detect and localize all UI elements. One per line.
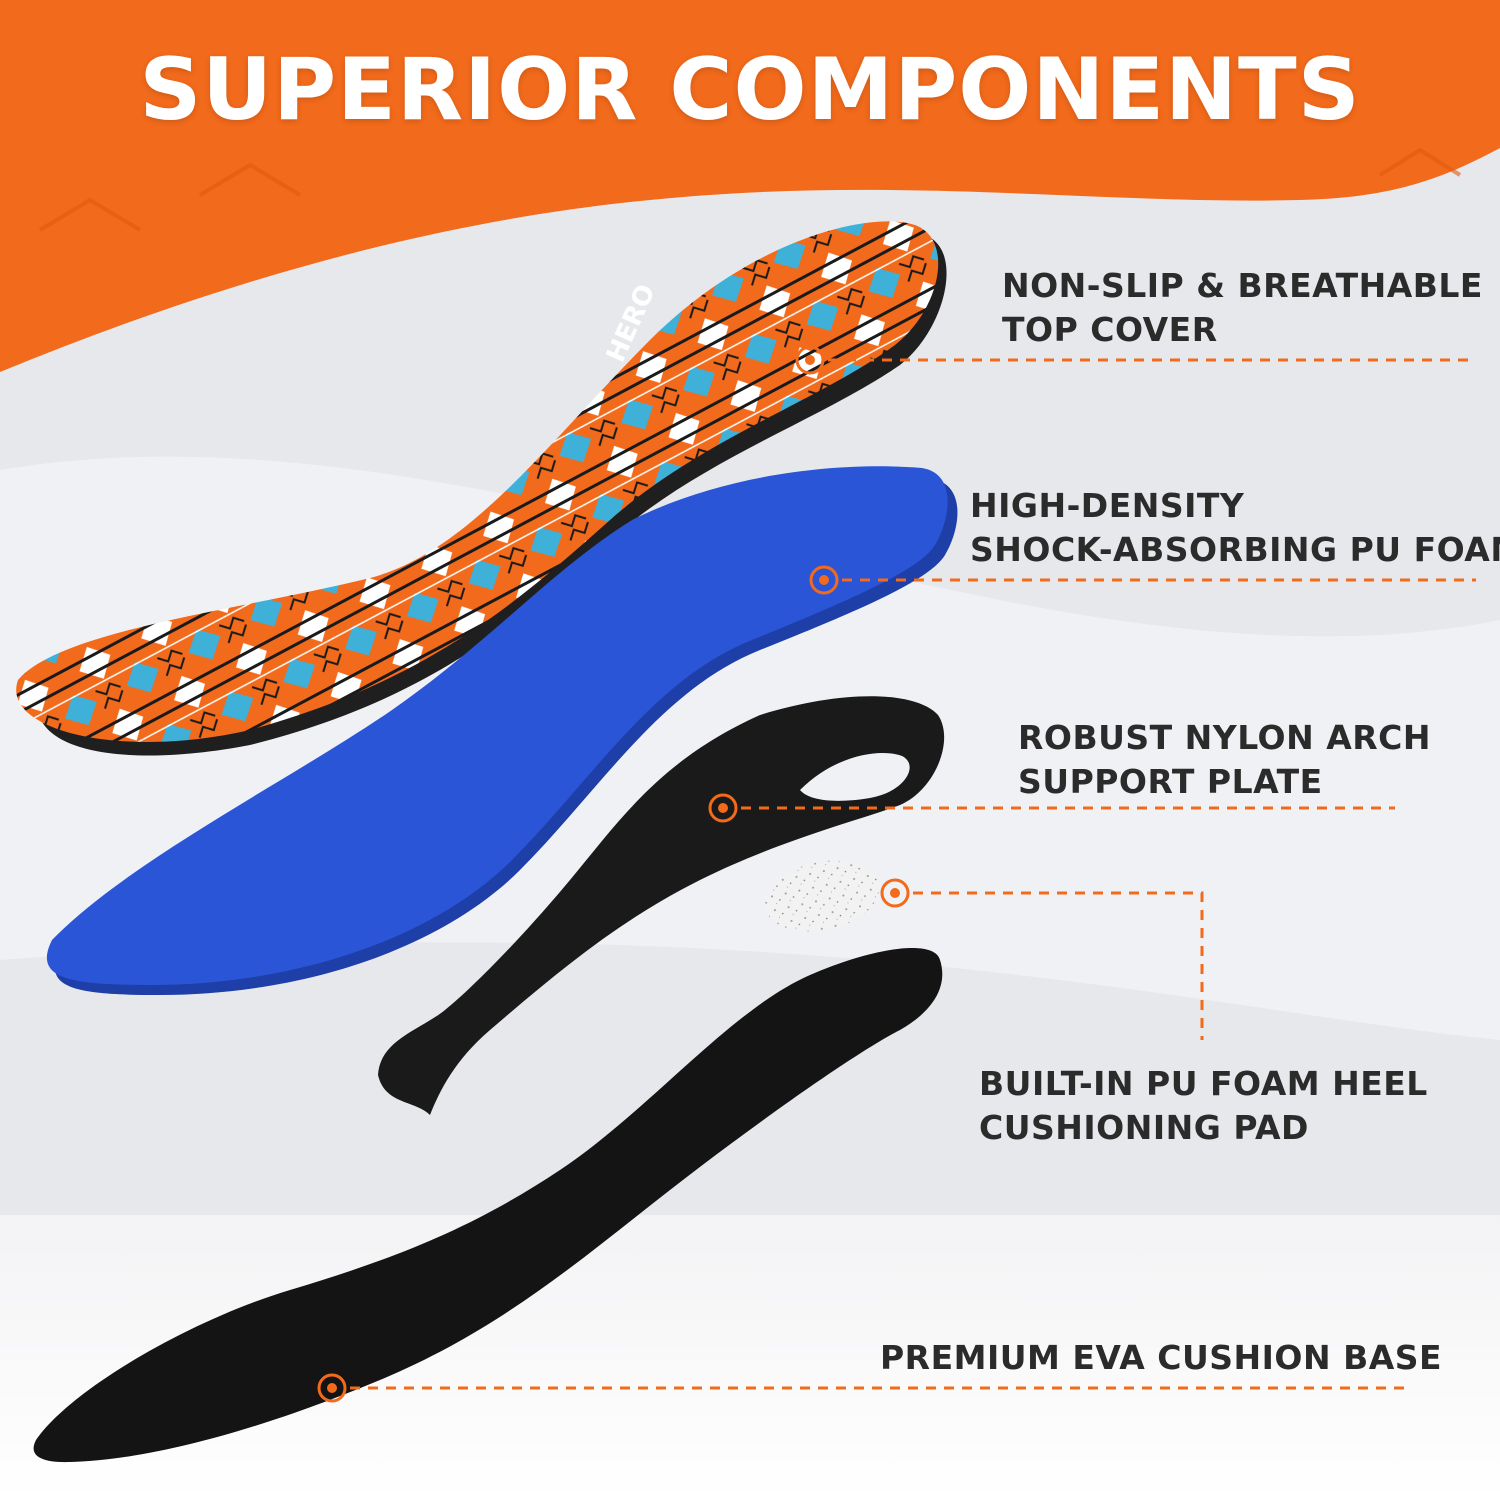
marker-icon <box>708 793 738 823</box>
label-top-cover: NON-SLIP & BREATHABLE TOP COVER <box>1002 264 1483 352</box>
top-cover-insole <box>16 221 939 742</box>
callout-line <box>913 891 1204 1040</box>
marker-icon <box>880 878 910 908</box>
label-nylon-plate: ROBUST NYLON ARCH SUPPORT PLATE <box>1018 716 1431 804</box>
banner-texture <box>38 147 1462 232</box>
eva-base <box>33 948 943 1463</box>
label-line: CUSHIONING PAD <box>979 1108 1309 1147</box>
label-line: NON-SLIP & BREATHABLE <box>1002 266 1483 305</box>
callout-eva-base <box>317 1373 1412 1403</box>
marker-icon <box>317 1373 347 1403</box>
nylon-arch-plate <box>378 696 945 1115</box>
label-line: BUILT-IN PU FOAM HEEL <box>979 1064 1428 1103</box>
page-title: SUPERIOR COMPONENTS <box>139 40 1361 140</box>
marker-dot <box>819 575 829 585</box>
label-heel-pad: BUILT-IN PU FOAM HEEL CUSHIONING PAD <box>979 1062 1428 1150</box>
label-pu-foam: HIGH-DENSITY SHOCK-ABSORBING PU FOAM <box>970 484 1500 572</box>
label-line: HIGH-DENSITY <box>970 486 1245 525</box>
callout-nylon-plate <box>708 793 1395 823</box>
orange-banner <box>0 0 1500 372</box>
label-eva-base: PREMIUM EVA CUSHION BASE <box>880 1336 1442 1380</box>
label-line: SUPPORT PLATE <box>1018 762 1323 801</box>
marker-dot <box>805 355 815 365</box>
callout-heel-pad <box>880 878 1204 1040</box>
marker-icon <box>795 345 825 375</box>
marker-dot <box>718 803 728 813</box>
callout-pu-foam <box>809 565 1476 595</box>
label-line: TOP COVER <box>1002 310 1218 349</box>
pu-foam-layer <box>46 466 948 985</box>
label-line: SHOCK-ABSORBING PU FOAM <box>970 530 1500 569</box>
marker-icon <box>809 565 839 595</box>
marker-dot <box>890 888 900 898</box>
marker-dot <box>327 1383 337 1393</box>
label-line: ROBUST NYLON ARCH <box>1018 718 1431 757</box>
label-line: PREMIUM EVA CUSHION BASE <box>880 1338 1443 1377</box>
callout-top-cover <box>795 345 1470 375</box>
heel-pad <box>764 860 880 932</box>
